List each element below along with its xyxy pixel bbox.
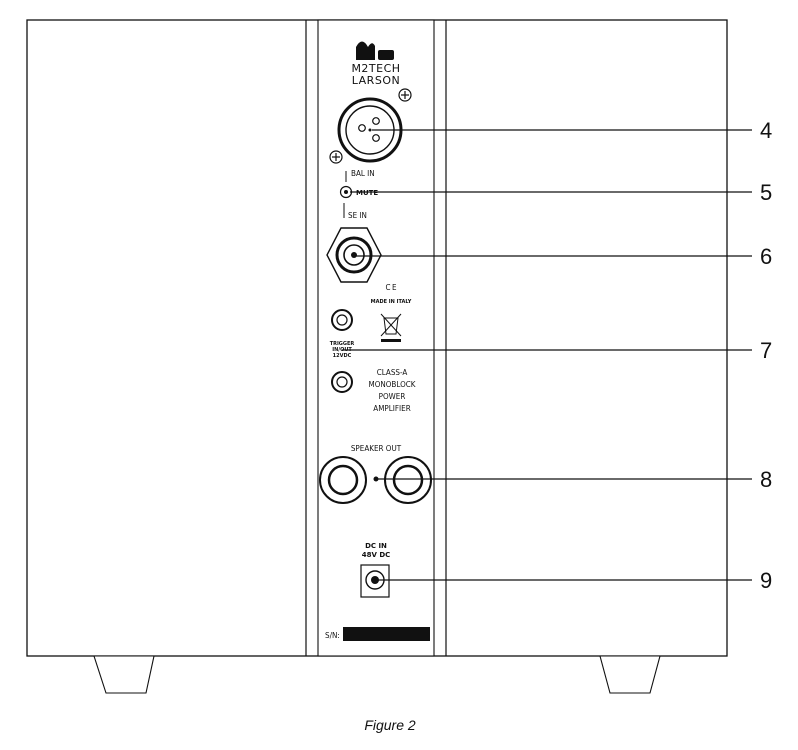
- serial-label: S/N:: [325, 631, 340, 640]
- callout-6: 6: [760, 244, 772, 269]
- logo-line1: M2TECH: [351, 62, 400, 75]
- callout-7: 7: [760, 338, 772, 363]
- class-line2: MONOBLOCK: [369, 380, 416, 389]
- foot-right: [599, 655, 661, 694]
- class-line1: CLASS-A: [377, 368, 408, 377]
- figure-caption: Figure 2: [364, 717, 416, 733]
- callout-5: 5: [760, 180, 772, 205]
- speaker-terminal-right: [384, 456, 432, 504]
- screw-icon: [398, 88, 412, 102]
- class-line3: POWER: [379, 392, 406, 401]
- dc-in-line1: DC IN: [365, 542, 387, 550]
- brand-logo-icon: [356, 41, 394, 60]
- trigger-jack-bottom: [331, 371, 353, 393]
- callout-4: 4: [760, 118, 772, 143]
- serial-redaction: [343, 627, 430, 641]
- dc-in-line2: 48V DC: [362, 551, 391, 559]
- speaker-out-label: SPEAKER OUT: [351, 444, 402, 453]
- screw-icon: [329, 150, 343, 164]
- callout-lines: [342, 129, 752, 581]
- trigger-jack-top: [331, 309, 353, 331]
- foot-left: [93, 655, 155, 694]
- xlr-input-connector: [337, 97, 403, 163]
- bal-in-label: BAL IN: [351, 169, 375, 178]
- dc-power-jack: [360, 564, 390, 598]
- callout-8: 8: [760, 467, 772, 492]
- trigger-label-line1: TRIGGER: [330, 341, 355, 347]
- speaker-terminal-left: [319, 456, 367, 504]
- ce-mark: C E: [385, 283, 396, 292]
- weee-bin-icon: [380, 313, 402, 342]
- callout-9: 9: [760, 568, 772, 593]
- made-in-label: MADE IN ITALY: [371, 299, 412, 305]
- se-in-label: SE IN: [348, 211, 367, 220]
- rca-input-connector: [326, 227, 382, 283]
- mute-label: MUTE: [356, 189, 378, 197]
- logo-line2: LARSON: [352, 74, 400, 87]
- class-line4: AMPLIFIER: [373, 404, 410, 413]
- trigger-label-line3: 12VDC: [333, 353, 352, 359]
